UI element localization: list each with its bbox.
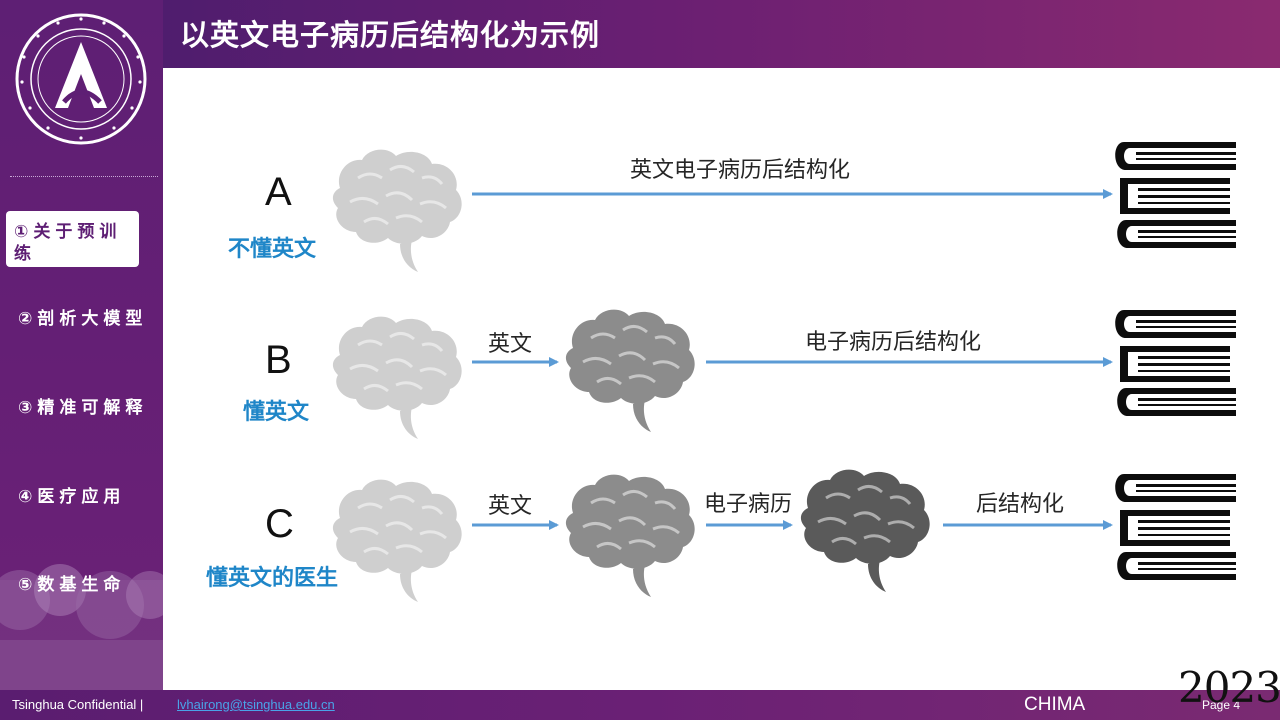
- sidebar-item-label: ②剖析大模型: [18, 309, 148, 329]
- brain-icon: [331, 315, 464, 441]
- sidebar-item-label: ③精准可解释: [18, 398, 148, 418]
- arrow-c3-label: 后结构化: [976, 492, 1065, 517]
- row-b-letter: B: [265, 338, 292, 382]
- arrow-a-label: 英文电子病历后结构化: [630, 158, 851, 183]
- sidebar-item-pretraining[interactable]: ①关于预训练: [6, 211, 139, 267]
- brain-icon: [564, 308, 697, 434]
- campus-scene-decoration: [0, 564, 163, 690]
- brain-icon: [331, 478, 464, 604]
- arrow-b1-label: 英文: [488, 332, 533, 357]
- sidebar: ①关于预训练 ②剖析大模型 ③精准可解释 ④医疗应用 ⑤数基生命: [0, 0, 163, 690]
- row-b-subtitle: 懂英文: [243, 400, 310, 425]
- sidebar-item-label: ④医疗应用: [18, 487, 126, 507]
- sidebar-item-label: ⑤数基生命: [18, 575, 126, 595]
- sidebar-item-medical-applications[interactable]: ④医疗应用: [18, 486, 153, 508]
- sidebar-divider: [10, 176, 158, 177]
- university-seal-logo: [15, 13, 147, 145]
- row-c-letter: C: [265, 502, 294, 546]
- footer-bar: [0, 690, 1280, 720]
- row-a-letter: A: [265, 170, 292, 214]
- sidebar-item-digital-life[interactable]: ⑤数基生命: [18, 574, 153, 596]
- arrow-c2-label: 电子病历: [704, 492, 793, 517]
- books-stack-icon: [1115, 474, 1236, 580]
- books-stack-icon: [1115, 142, 1236, 248]
- brain-icon: [799, 468, 932, 594]
- arrow-c1-label: 英文: [488, 494, 533, 519]
- sidebar-item-label: ①关于预训练: [14, 222, 122, 264]
- page-title: 以英文电子病历后结构化为示例: [180, 18, 601, 52]
- header-bar: [163, 0, 1280, 68]
- footer-year: 2023: [1178, 663, 1280, 712]
- books-stack-icon: [1115, 310, 1236, 416]
- arrow-b2-label: 电子病历后结构化: [805, 330, 982, 355]
- footer-page-number: Page 4: [1202, 698, 1241, 712]
- sidebar-item-explainability[interactable]: ③精准可解释: [18, 397, 153, 419]
- footer-confidential: Tsinghua Confidential |: [12, 697, 144, 712]
- brain-icon: [331, 148, 464, 274]
- row-c-subtitle: 懂英文的医生: [206, 566, 339, 591]
- main-content: A 不懂英文 B 懂英文 C 懂英文的医生 英文电子病历后结构化 英文 电子病历…: [163, 68, 1280, 690]
- footer-email-link[interactable]: lvhairong@tsinghua.edu.cn: [177, 697, 335, 712]
- brain-icon: [564, 473, 697, 599]
- footer-org: CHIMA: [1024, 694, 1086, 715]
- row-a-subtitle: 不懂英文: [228, 237, 317, 262]
- sidebar-item-model-analysis[interactable]: ②剖析大模型: [18, 308, 153, 330]
- diagram-canvas: [331, 142, 1236, 604]
